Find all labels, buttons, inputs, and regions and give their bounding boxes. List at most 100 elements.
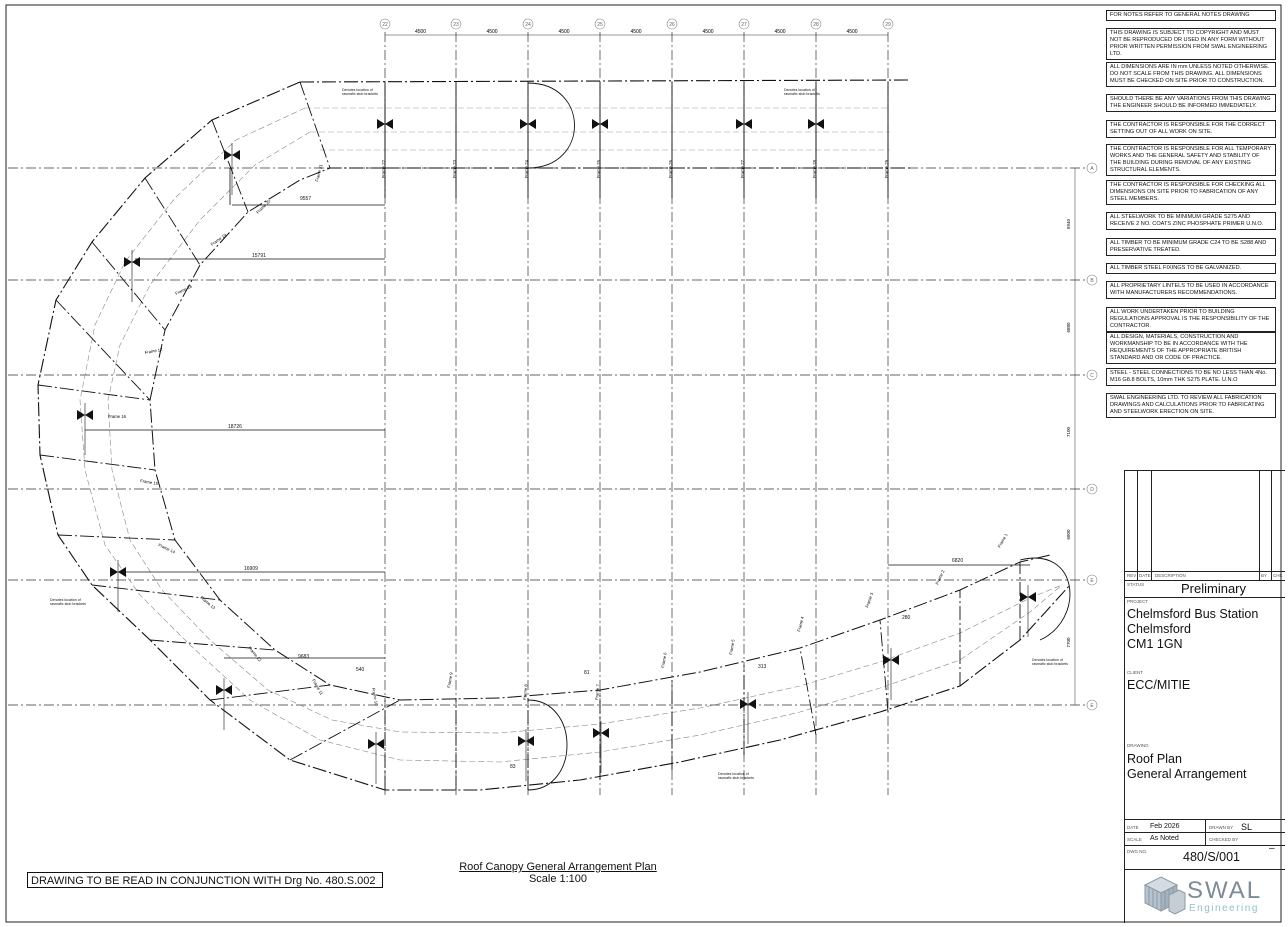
column-spacing-2: 4500 [558, 29, 569, 35]
top-section-outer [299, 79, 911, 83]
grid-label-col-27: 27 [741, 22, 747, 28]
frame-label-8: Frame 13 [199, 595, 216, 611]
dimension-16909: 16909 [244, 566, 258, 572]
note-11: ALL WORK UNDERTAKEN PRIOR TO BUILDING RE… [1106, 307, 1276, 332]
frame-line-9 [149, 639, 276, 651]
frame-line-18 [799, 647, 817, 736]
note-1: THIS DRAWING IS SUBJECT TO COPYRIGHT AND… [1106, 28, 1276, 60]
frame-line-19 [879, 619, 889, 713]
note-14: SWAL ENGINEERING LTD. TO REVIEW ALL FABR… [1106, 393, 1276, 418]
grid-label-row-0: A [1090, 166, 1094, 172]
swal-logo-mark [1143, 876, 1186, 915]
drawing-line-1: Roof Plan [1127, 752, 1182, 766]
frame-label-20: Frame 1 [997, 532, 1009, 549]
title-block: REV DATE DESCRIPTION BY CHK STATUS Preli… [1124, 470, 1285, 923]
client-value: ECC/MITIE [1127, 678, 1191, 692]
drawing-number: 480/S/001 [1183, 850, 1240, 864]
project-line-3: CM1 1GN [1127, 637, 1183, 651]
note-7: ALL STEELWORK TO BE MINIMUM GRADE S275 A… [1106, 212, 1276, 230]
frame-line-0 [299, 81, 331, 169]
frame-label-15: Frame 6 [660, 651, 668, 668]
status-label: STATUS [1127, 582, 1145, 587]
canopy-purlin-2 [107, 131, 1063, 734]
grid-bubble-col-24 [522, 18, 534, 30]
grid-label-col-24: 24 [525, 22, 531, 28]
frame-line-2 [144, 177, 201, 266]
note-6: THE CONTRACTOR IS RESPONSIBLE FOR CHECKI… [1106, 180, 1276, 205]
scale-value: As Noted [1150, 835, 1179, 842]
grid-bubble-row-5 [1086, 699, 1098, 711]
grid-bubble-col-27 [738, 18, 750, 30]
note-13: STEEL - STEEL CONNECTIONS TO BE NO LESS … [1106, 368, 1276, 386]
swal-logo: SWAL Engineering [1141, 873, 1281, 921]
drawing-label: DRAWING [1127, 743, 1149, 748]
row-spacing-4: 7700 [1066, 637, 1071, 648]
note-12: ALL DESIGN, MATERIALS, CONSTRUCTION AND … [1106, 332, 1276, 364]
swal-logo-sub: Engineering [1189, 903, 1259, 914]
frame-label-6: Frame 15 [140, 478, 159, 486]
dimension-lines [85, 168, 1030, 659]
frame-label-23: Frame 24 [524, 159, 529, 178]
frame-label-11: Frame 10 [371, 687, 379, 706]
date-value: Feb 2026 [1150, 823, 1180, 830]
frame-label-12: Frame 9 [446, 671, 454, 688]
frame-label-16: Frame 5 [728, 638, 736, 655]
frame-label-14: Frame 7 [594, 683, 600, 700]
frame-label-28: Frame 29 [884, 159, 889, 178]
grid-label-row-4: E [1090, 578, 1094, 584]
project-line-2: Chelmsford [1127, 622, 1191, 636]
date-header: DATE [1139, 573, 1151, 578]
frame-label-5: Frame 16 [108, 414, 127, 419]
dimension-18726: 18726 [228, 424, 242, 430]
row-spacing-2: 7100 [1066, 426, 1071, 437]
frame-line-10 [209, 684, 331, 701]
dimension-15791: 15791 [252, 253, 266, 259]
frame-line-3 [91, 241, 166, 331]
sheet-border [5, 4, 1282, 923]
frame-label-22: Frame 23 [452, 159, 457, 178]
grid-bubble-row-2 [1086, 369, 1098, 381]
row-spacing-3: 6800 [1066, 529, 1071, 540]
frame-label-18: Frame 3 [864, 591, 874, 608]
grid-label-col-26: 26 [669, 22, 675, 28]
frame-label-3: Frame 18 [174, 284, 193, 296]
project-line-1: Chelmsford Bus Station [1127, 607, 1259, 621]
grid-label-col-25: 25 [597, 22, 603, 28]
frame-lines [37, 81, 1021, 790]
dimension-540: 540 [356, 667, 365, 673]
scale-label: SCALE [1127, 837, 1142, 842]
column-note-4: Denotes location of rasmafix stub bracke… [718, 772, 754, 780]
column-spacing-1: 4500 [486, 29, 497, 35]
grid-label-row-3: D [1090, 487, 1094, 493]
grid-bubble-row-1 [1086, 274, 1098, 286]
client-label: CLIENT [1127, 670, 1144, 675]
right-end-arc [1019, 557, 1071, 641]
frame-label-26: Frame 27 [740, 159, 745, 178]
plan-scale: Scale 1:100 [528, 873, 588, 885]
grid-bubble-col-28 [810, 18, 822, 30]
column-note-2: Denotes location of rasmafix stub bracke… [784, 88, 820, 96]
plan-title: Roof Canopy General Arrangement Plan [459, 861, 657, 873]
dimension-9683: 9683 [298, 654, 310, 660]
dimension-280: 280 [902, 615, 911, 621]
canopy-purlin-1 [79, 107, 1063, 763]
frame-label-19: Frame 2 [934, 569, 945, 586]
grid-label-row-2: C [1090, 373, 1094, 379]
note-8: ALL TIMBER TO BE MINIMUM GRADE C24 TO BE… [1106, 238, 1276, 256]
dimension-6820: 6820 [952, 558, 964, 564]
frame-label-4: Frame 17 [144, 347, 163, 355]
dimension-81: 81 [584, 670, 590, 676]
column-note-1: Denotes location of rasmafix stub bracke… [342, 88, 378, 96]
by-header: BY [1261, 573, 1268, 578]
read-in-conjunction-note: DRAWING TO BE READ IN CONJUNCTION WITH D… [27, 872, 383, 888]
dwg-label: DWG NO. [1127, 849, 1148, 854]
column-note-5: Denotes location of rasmafix stub bracke… [1032, 658, 1068, 666]
note-5: THE CONTRACTOR IS RESPONSIBLE FOR ALL TE… [1106, 144, 1276, 176]
grid-label-col-29: 29 [885, 22, 891, 28]
rev-header: REV [1127, 573, 1137, 578]
column-spacing-0: 4500 [415, 29, 426, 35]
dimension-83: 83 [510, 764, 516, 770]
frame-line-4 [55, 299, 151, 401]
frame-label-2: Frame 19 [210, 232, 228, 247]
